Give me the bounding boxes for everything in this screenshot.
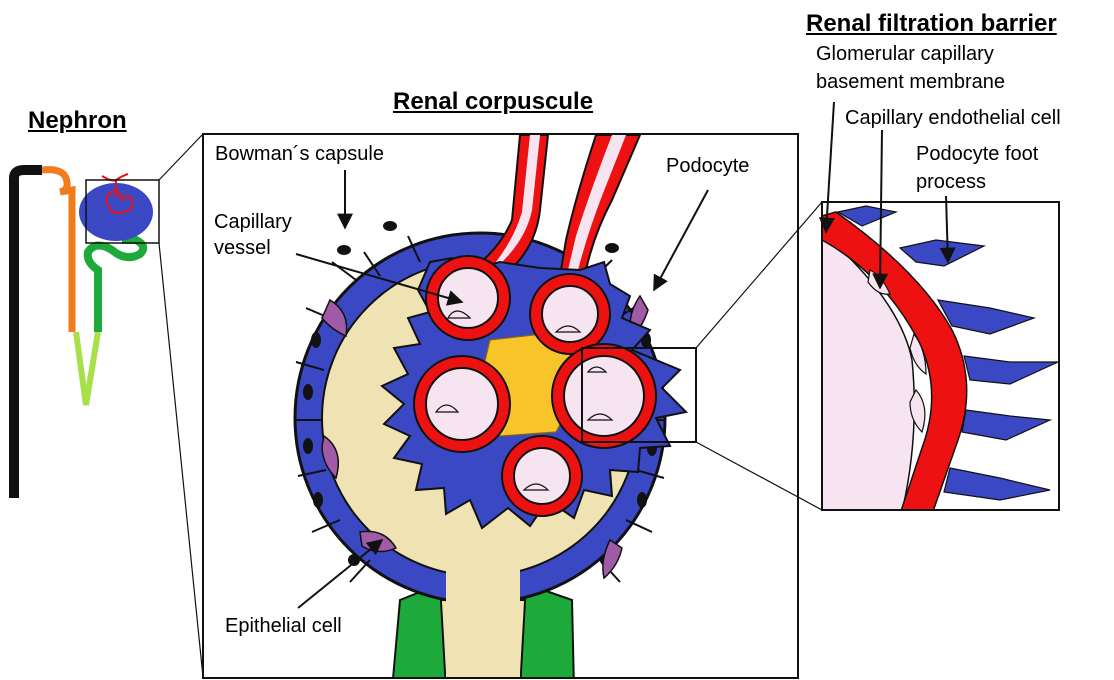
zoom-line-top — [159, 134, 203, 180]
distal-tubule — [42, 170, 72, 332]
outlet-space — [446, 560, 520, 680]
podocyte-label: Podocyte — [666, 154, 749, 178]
barrier-panel — [822, 202, 1059, 520]
bowman-capsule-label: Bowman´s capsule — [215, 142, 384, 166]
tubule-wall-right — [520, 584, 574, 680]
corpuscle-heading: Renal corpuscule — [393, 88, 593, 116]
capillary-vessel-label-line1: Capillary — [214, 210, 292, 234]
loop-of-henle — [76, 332, 98, 405]
collecting-duct — [14, 170, 42, 498]
zoom-line-bottom — [159, 243, 203, 677]
epithelial-cell-label: Epithelial cell — [225, 614, 342, 638]
barrier-heading: Renal filtration barrier — [806, 10, 1057, 38]
capillary-vessel-label-line2: vessel — [214, 236, 271, 260]
endothelial-cell-label: Capillary endothelial cell — [845, 106, 1061, 130]
gbm-label-line1: Glomerular capillary — [816, 42, 994, 66]
nephron-illustration — [14, 170, 159, 498]
foot-process-label-line2: process — [916, 170, 986, 194]
proximal-tubule — [88, 240, 143, 332]
nephron-heading: Nephron — [28, 107, 127, 135]
foot-process-label-line1: Podocyte foot — [916, 142, 1038, 166]
gbm-label-line2: basement membrane — [816, 70, 1005, 94]
corpuscle-panel — [203, 134, 798, 680]
